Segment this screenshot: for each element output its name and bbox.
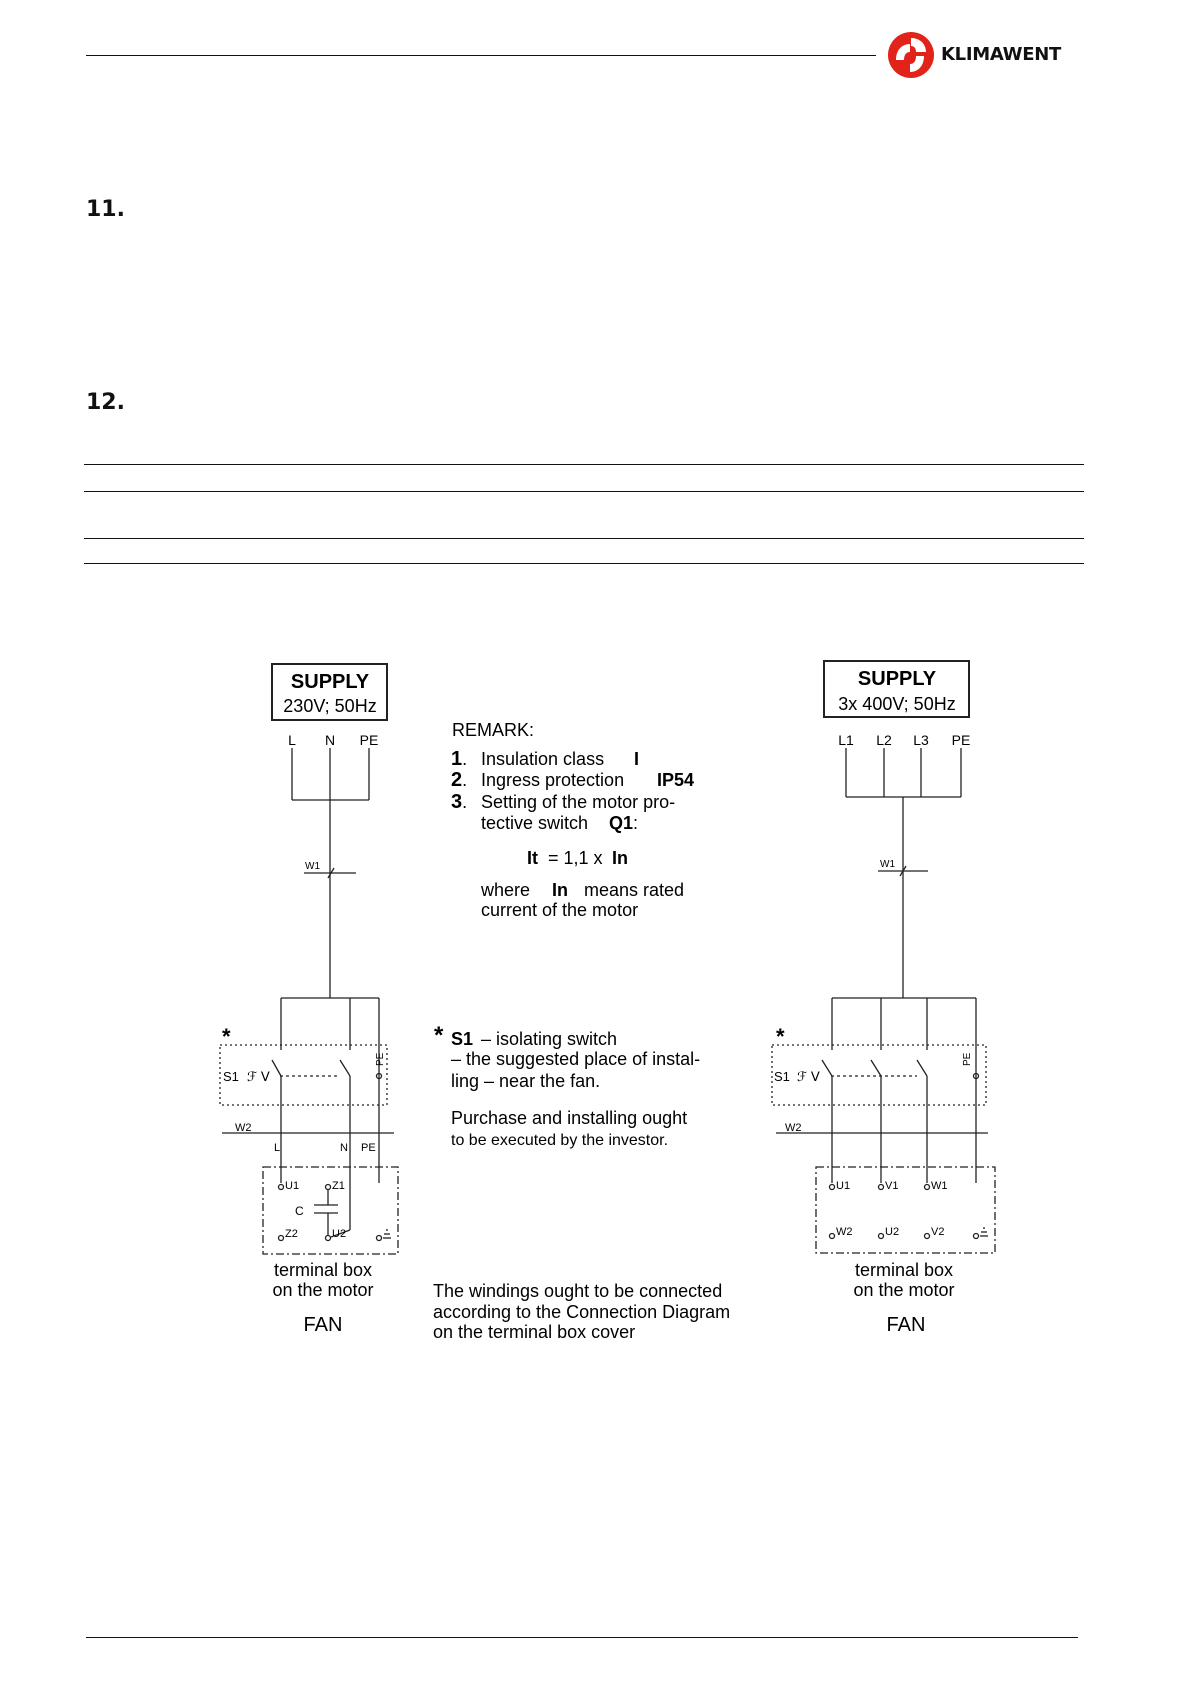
where-2: means rated	[584, 880, 684, 900]
s1-note-text3: ling – near the fan.	[451, 1071, 600, 1091]
table-rule-4	[84, 563, 1084, 564]
right-terminal-pe: PE	[952, 732, 971, 748]
s1-note-s1: S1	[451, 1029, 473, 1049]
remark-where: where In means rated	[480, 880, 684, 900]
remark-item-1-text: Insulation class	[481, 749, 604, 769]
right-star: *	[776, 1024, 785, 1049]
formula-in: In	[612, 848, 628, 868]
left-cap-label: C	[295, 1204, 304, 1218]
right-term-v1: V1	[885, 1180, 898, 1192]
remark-item-2-text: Ingress protection	[481, 770, 624, 790]
left-lower-l: L	[274, 1142, 280, 1154]
left-pe-label: PE	[375, 1052, 386, 1066]
s1-note-text5: to be executed by the investor.	[451, 1132, 668, 1149]
where-in: In	[552, 880, 568, 900]
brand-logo: KLIMAWENT	[886, 30, 1071, 82]
remark-item-1-value: I	[634, 749, 639, 769]
left-star: *	[222, 1024, 231, 1049]
s1-note-text4: Purchase and installing ought	[451, 1108, 687, 1128]
right-supply-title: SUPPLY	[858, 668, 937, 690]
footer-rule	[86, 1637, 1078, 1638]
header-rule	[86, 55, 876, 56]
left-cable-w2: W2	[235, 1122, 252, 1134]
remark-item-3-line2: tective switch	[481, 813, 588, 833]
section-11-number: 11.	[86, 197, 125, 222]
right-term-w2: W2	[836, 1226, 853, 1238]
left-box-caption-1: terminal box	[274, 1260, 372, 1280]
remark-item-1-num: 1	[451, 748, 462, 770]
right-pe-label: PE	[962, 1052, 973, 1066]
left-term-z1: Z1	[332, 1180, 345, 1192]
right-term-u2: U2	[885, 1226, 899, 1238]
formula-it: It	[527, 848, 538, 868]
section-12-number: 12.	[86, 390, 125, 415]
s1-note-star: *	[434, 1022, 444, 1049]
right-supply-spec: 3x 400V; 50Hz	[838, 694, 955, 714]
left-terminal-l: L	[288, 732, 296, 748]
s1-note-text2: – the suggested place of instal-	[451, 1049, 700, 1069]
remark-item-3-line1: Setting of the motor pro-	[481, 792, 675, 812]
left-lower-n: N	[340, 1142, 348, 1154]
remark-formula: It = 1,1 x In	[527, 848, 628, 868]
right-term-u1: U1	[836, 1180, 850, 1192]
right-term-w1: W1	[931, 1180, 948, 1192]
left-supply-title: SUPPLY	[291, 671, 370, 693]
remark-item-2-value: IP54	[657, 770, 694, 790]
remark-item-3-value: Q1	[609, 813, 633, 833]
formula-mid: = 1,1 x	[548, 848, 603, 868]
remark-item-2: 2. Ingress protection IP54	[451, 769, 694, 791]
remark-item-3b: tective switch Q1:	[481, 813, 638, 833]
right-terminal-l1: L1	[838, 732, 854, 748]
remark-item-1: 1. Insulation class I	[451, 748, 639, 770]
left-term-u1: U1	[285, 1180, 299, 1192]
remark-item-3: 3. Setting of the motor pro-	[451, 791, 675, 813]
left-term-z2: Z2	[285, 1228, 298, 1240]
right-terminal-l2: L2	[876, 732, 892, 748]
left-terminal-n: N	[325, 732, 335, 748]
right-term-v2: V2	[931, 1226, 944, 1238]
table-rule-3	[84, 538, 1084, 539]
right-cable-w1: W1	[880, 859, 895, 870]
klimawent-logo-icon	[888, 32, 934, 78]
table-rule-1	[84, 464, 1084, 465]
left-switch-label: S1	[223, 1069, 239, 1084]
s1-note-text1: – isolating switch	[481, 1029, 617, 1049]
right-box-caption-1: terminal box	[855, 1260, 953, 1280]
right-fan-label: FAN	[887, 1314, 926, 1336]
left-lower-pe: PE	[361, 1142, 376, 1154]
right-terminal-l3: L3	[913, 732, 929, 748]
where-3: current of the motor	[481, 900, 638, 920]
left-supply-spec: 230V; 50Hz	[283, 696, 376, 716]
remark-item-3-num: 3	[451, 791, 462, 813]
remark-title: REMARK:	[452, 720, 534, 740]
left-cable-w1: W1	[305, 861, 320, 872]
brand-name: KLIMAWENT	[941, 44, 1061, 65]
windings-line-3: on the terminal box cover	[433, 1322, 635, 1342]
right-cable-w2: W2	[785, 1122, 802, 1134]
right-switch-label: S1	[774, 1069, 790, 1084]
windings-line-2: according to the Connection Diagram	[433, 1302, 730, 1322]
left-term-u2: U2	[332, 1228, 346, 1240]
remark-item-2-num: 2	[451, 769, 462, 791]
right-switch-glyph: ℱ ᐯ	[797, 1069, 820, 1084]
left-box-caption-2: on the motor	[272, 1280, 373, 1300]
table-rule-2	[84, 491, 1084, 492]
left-fan-label: FAN	[304, 1314, 343, 1336]
where-1: where	[480, 880, 530, 900]
right-box-caption-2: on the motor	[853, 1280, 954, 1300]
left-switch-glyph: ℱ ᐯ	[247, 1069, 270, 1084]
s1-note-line1: S1 – isolating switch	[451, 1029, 617, 1049]
windings-line-1: The windings ought to be connected	[433, 1281, 722, 1301]
left-terminal-pe: PE	[360, 732, 379, 748]
